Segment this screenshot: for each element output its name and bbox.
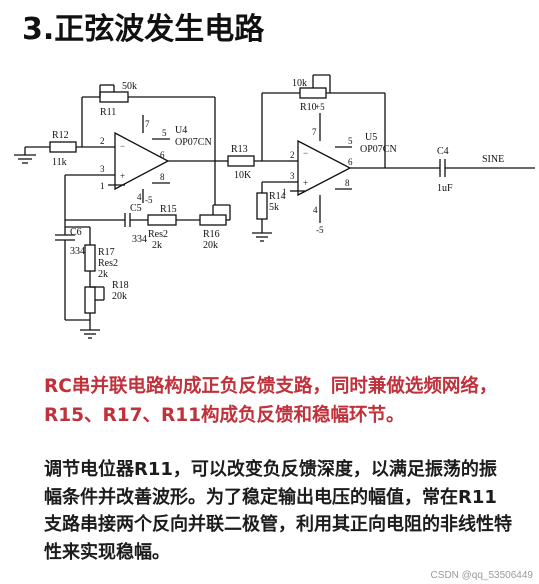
r17-type: Res2 xyxy=(98,258,118,269)
r10-value: 10k xyxy=(292,78,307,89)
circuit-diagram: − + U4 OP07CN 2 3 1 5 6 7 8 4 -5 R12 11k… xyxy=(14,74,535,339)
r15-value: 2k xyxy=(152,240,162,251)
r17-label: R17 xyxy=(98,247,115,258)
r18-potentiometer xyxy=(84,286,96,314)
r14-resistor xyxy=(256,192,268,220)
r12-resistor xyxy=(49,141,77,153)
u5-pin5: 5 xyxy=(348,136,353,146)
u5-plus-sign: + xyxy=(303,178,308,188)
highlight-paragraph: RC串并联电路构成正负反馈支路，同时兼做选频网络，R15、R17、R11构成负反… xyxy=(44,376,498,426)
r13-label: R13 xyxy=(231,144,248,155)
r15-resistor xyxy=(147,214,177,226)
c6-value: 334 xyxy=(70,246,85,257)
r12-value: 11k xyxy=(52,157,67,168)
u4-pin6: 6 xyxy=(160,150,165,160)
op-amp-u4: − + xyxy=(114,131,170,191)
r17-resistor xyxy=(84,244,96,272)
u5-pin1: 1 xyxy=(282,187,287,197)
r12-label: R12 xyxy=(52,130,69,141)
r18-label: R18 xyxy=(112,280,129,291)
u4-pin4: 4 xyxy=(137,192,142,202)
c4-label: C4 xyxy=(437,146,449,157)
r18-value: 20k xyxy=(112,291,127,302)
r15-type: Res2 xyxy=(148,229,168,240)
r17-value: 2k xyxy=(98,269,108,280)
u4-pin5: 5 xyxy=(162,128,167,138)
u5-pin3: 3 xyxy=(290,171,295,181)
r10-label: R10 xyxy=(300,102,317,113)
r14-value: 5k xyxy=(269,202,279,213)
c4-value: 1uF xyxy=(437,183,453,194)
vpos-label: +5 xyxy=(315,102,325,112)
u5-pin2: 2 xyxy=(290,150,295,160)
c5-value: 334 xyxy=(132,234,147,245)
u5-label: U5 xyxy=(365,132,377,143)
u4-pin3: 3 xyxy=(100,164,105,174)
u5-pin7: 7 xyxy=(312,127,317,137)
r10-potentiometer xyxy=(299,87,327,99)
u4-label: U4 xyxy=(175,125,187,136)
r13-resistor xyxy=(227,155,255,167)
c6-label: C6 xyxy=(70,227,82,238)
u5-pin8: 8 xyxy=(345,178,350,188)
u4-pin7: 7 xyxy=(145,119,150,129)
watermark: CSDN @qq_53506449 xyxy=(430,570,533,581)
r15-label: R15 xyxy=(160,204,177,215)
u5-model: OP07CN xyxy=(360,144,397,155)
r14-label: R14 xyxy=(269,191,286,202)
page-title: 3.正弦波发生电路 xyxy=(22,12,265,47)
u5-pin6: 6 xyxy=(348,157,353,167)
u4-minus5: -5 xyxy=(145,195,153,205)
r11-label: R11 xyxy=(100,107,116,118)
r13-value: 10K xyxy=(234,170,252,181)
r11-value: 50k xyxy=(122,81,137,92)
body-paragraph: 调节电位器R11，可以改变负反馈深度，以满足振荡的振幅条件并改善波形。为了稳定输… xyxy=(44,459,512,563)
u4-plus-sign: + xyxy=(120,171,125,181)
r11-potentiometer xyxy=(99,91,129,103)
r16-potentiometer xyxy=(199,214,227,226)
u4-pin2: 2 xyxy=(100,136,105,146)
vneg-label: -5 xyxy=(316,225,324,235)
u5-minus-sign: − xyxy=(303,148,308,158)
sine-output-label: SINE xyxy=(482,154,504,165)
u4-minus-sign: − xyxy=(120,141,125,151)
u4-model: OP07CN xyxy=(175,137,212,148)
c5-label: C5 xyxy=(130,203,142,214)
op-amp-u5: − + xyxy=(297,139,352,197)
u4-pin8: 8 xyxy=(160,172,165,182)
r16-label: R16 xyxy=(203,229,220,240)
u5-pin4: 4 xyxy=(313,205,318,215)
u4-pin1: 1 xyxy=(100,181,105,191)
r16-value: 20k xyxy=(203,240,218,251)
